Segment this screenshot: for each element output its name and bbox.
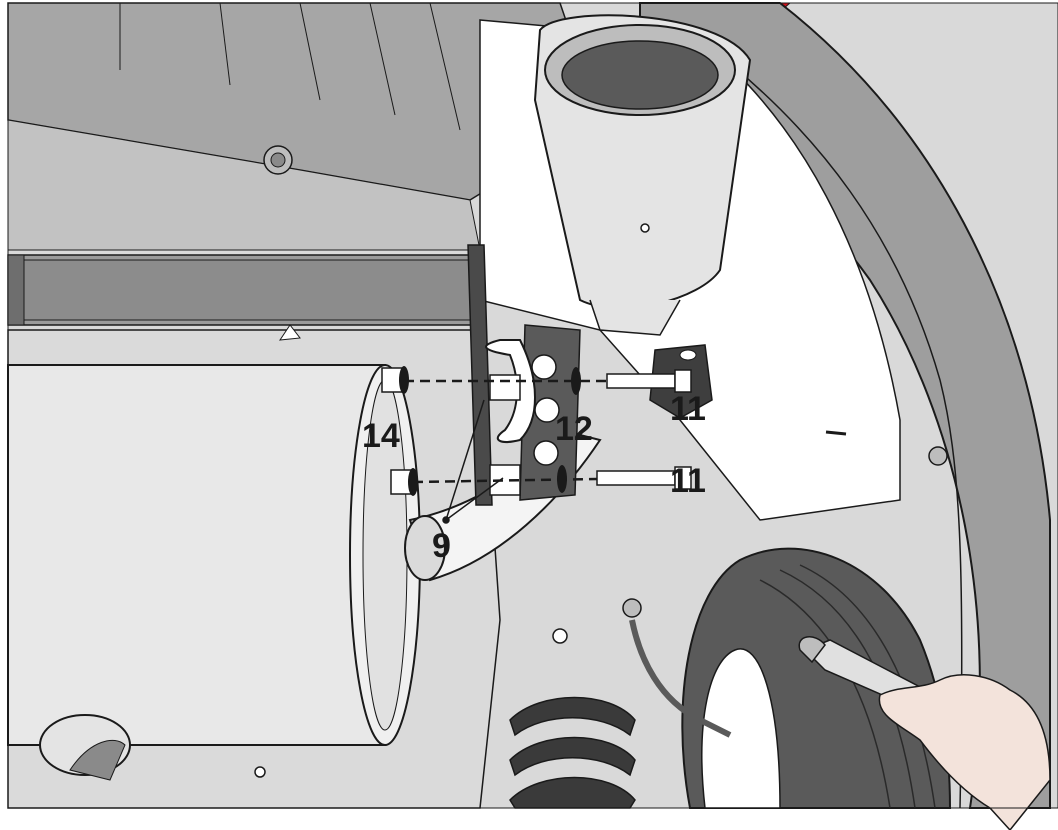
rear-crossmember — [7, 254, 474, 326]
callout-label-11-upper: 11 — [670, 390, 706, 428]
callout-9-leaders — [442, 399, 504, 524]
rear-silencer — [7, 364, 421, 746]
callout-label-9: 9 — [432, 527, 451, 565]
bracket-hole — [533, 440, 559, 466]
assembly-guides — [404, 379, 607, 484]
exhaust-tailpipe — [533, 14, 752, 336]
spacer-upper — [489, 374, 521, 401]
hand — [878, 674, 1051, 830]
lower-pipe-opening — [39, 714, 131, 781]
sensor-cable — [629, 619, 732, 738]
panel-ribs — [119, 2, 461, 131]
frame — [7, 2, 1058, 809]
bracket-hole — [531, 354, 557, 380]
bumper-clip — [928, 446, 948, 466]
rear-wheel — [681, 547, 952, 809]
hanger-strap — [467, 244, 493, 506]
bolt-lower-right — [557, 465, 692, 493]
pipe-end — [404, 515, 446, 581]
hand-with-wrench — [798, 636, 1051, 830]
callout-label-14: 14 — [362, 417, 400, 455]
stud — [825, 430, 847, 436]
bumper-inner-edge — [699, 39, 963, 809]
callout-label-12: 12 — [555, 410, 593, 448]
bolt-upper-right — [571, 367, 692, 395]
hanger-rod — [485, 339, 536, 443]
callout-label-11-lower: 11 — [670, 462, 706, 500]
coil-spring — [509, 696, 636, 809]
